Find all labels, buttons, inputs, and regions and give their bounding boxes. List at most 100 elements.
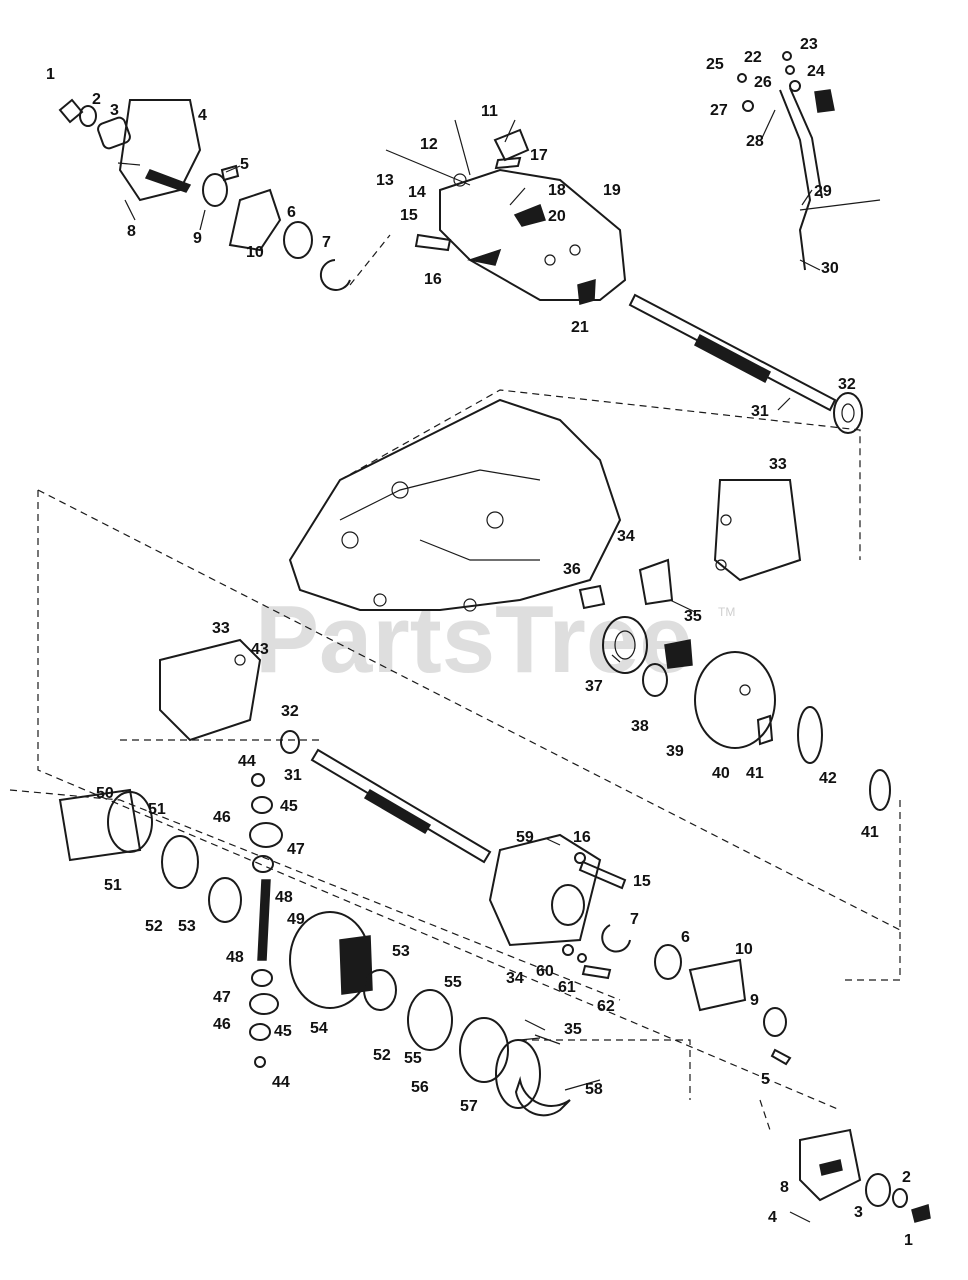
callout-41b: 41 <box>861 824 879 841</box>
callout-49: 49 <box>287 911 305 928</box>
callout-53a: 53 <box>178 918 196 935</box>
callout-46a: 46 <box>213 809 231 826</box>
callout-10b: 10 <box>735 941 753 958</box>
callout-48b: 48 <box>226 949 244 966</box>
callout-8: 8 <box>127 223 136 240</box>
gear-stack <box>578 558 891 811</box>
callout-20: 20 <box>548 208 566 225</box>
leader-lines <box>117 109 813 1091</box>
callout-57: 57 <box>460 1098 478 1115</box>
callout-52a: 52 <box>145 918 163 935</box>
callout-14: 14 <box>408 184 426 201</box>
callout-33b: 33 <box>212 620 230 637</box>
callout-32b: 32 <box>281 703 299 720</box>
left-side-cover <box>159 638 300 754</box>
callout-34: 34 <box>617 528 635 545</box>
callout-54: 54 <box>310 1020 328 1037</box>
callout-45b: 45 <box>274 1023 292 1040</box>
shifter-housing-assembly <box>385 119 627 305</box>
right-axle-assembly <box>789 1128 931 1223</box>
callout-13: 13 <box>376 172 394 189</box>
callout-34b: 34 <box>506 970 524 987</box>
callout-4: 4 <box>198 107 207 124</box>
callout-47b: 47 <box>213 989 231 1006</box>
callout-35b: 35 <box>564 1021 582 1038</box>
callout-26: 26 <box>754 74 772 91</box>
callout-38: 38 <box>631 718 649 735</box>
callout-25: 25 <box>706 56 724 73</box>
callout-21: 21 <box>571 319 589 336</box>
left-axle-assembly <box>58 98 351 291</box>
callout-56: 56 <box>411 1079 429 1096</box>
callout-51b: 51 <box>104 877 122 894</box>
callout-2b: 2 <box>902 1169 911 1186</box>
callout-9b: 9 <box>750 992 759 1009</box>
callout-3: 3 <box>110 102 119 119</box>
callout-40: 40 <box>712 765 730 782</box>
callout-41a: 41 <box>746 765 764 782</box>
callout-51a: 51 <box>148 801 166 818</box>
callout-16b: 16 <box>573 829 591 846</box>
transaxle-case <box>288 398 802 612</box>
differential-assembly <box>58 773 571 1117</box>
callout-2: 2 <box>92 91 101 108</box>
callout-44b: 44 <box>272 1074 290 1091</box>
watermark-tm: TM <box>718 605 735 619</box>
callout-32: 32 <box>838 376 856 393</box>
callout-18: 18 <box>548 182 566 199</box>
callout-27: 27 <box>710 102 728 119</box>
callout-30: 30 <box>821 260 839 277</box>
callout-9: 9 <box>193 230 202 247</box>
callout-1: 1 <box>46 66 55 83</box>
callout-23: 23 <box>800 36 818 53</box>
callout-62: 62 <box>597 998 615 1015</box>
watermark: PartsTree <box>255 586 693 693</box>
callout-43: 43 <box>251 641 269 658</box>
shift-lever-assembly <box>737 51 881 271</box>
callout-45a: 45 <box>280 798 298 815</box>
callout-47a: 47 <box>287 841 305 858</box>
callout-59: 59 <box>516 829 534 846</box>
callout-39: 39 <box>666 743 684 760</box>
right-side-cover <box>488 833 792 1066</box>
callout-5: 5 <box>240 156 249 173</box>
main-shaft-upper <box>628 293 863 434</box>
callout-33: 33 <box>769 456 787 473</box>
callout-1b: 1 <box>904 1232 913 1249</box>
callout-55b: 55 <box>404 1050 422 1067</box>
callout-15b: 15 <box>633 873 651 890</box>
callout-6b: 6 <box>681 929 690 946</box>
callout-17: 17 <box>530 147 548 164</box>
callout-36: 36 <box>563 561 581 578</box>
callout-31: 31 <box>751 403 769 420</box>
callout-48a: 48 <box>275 889 293 906</box>
callout-labels: 1 2 3 4 5 6 7 8 9 10 11 12 13 14 15 16 1… <box>46 36 913 1249</box>
callout-24: 24 <box>807 63 825 80</box>
callout-29: 29 <box>814 183 832 200</box>
callout-61: 61 <box>558 979 576 996</box>
callout-35: 35 <box>684 608 702 625</box>
callout-19: 19 <box>603 182 621 199</box>
callout-50: 50 <box>96 785 114 802</box>
callout-22: 22 <box>744 49 762 66</box>
callout-31b: 31 <box>284 767 302 784</box>
callout-55a: 55 <box>444 974 462 991</box>
callout-4b: 4 <box>768 1209 777 1226</box>
callout-11: 11 <box>481 103 498 120</box>
callout-10: 10 <box>246 244 264 261</box>
callout-15: 15 <box>400 207 418 224</box>
main-shaft-lower <box>310 748 492 864</box>
callout-7b: 7 <box>630 911 639 928</box>
callout-8b: 8 <box>780 1179 789 1196</box>
callout-46b: 46 <box>213 1016 231 1033</box>
callout-6: 6 <box>287 204 296 221</box>
callout-52b: 52 <box>373 1047 391 1064</box>
callout-37: 37 <box>585 678 603 695</box>
callout-58: 58 <box>585 1081 603 1098</box>
callout-16: 16 <box>424 271 442 288</box>
callout-7: 7 <box>322 234 331 251</box>
callout-42: 42 <box>819 770 837 787</box>
callout-12: 12 <box>420 136 438 153</box>
callout-28: 28 <box>746 133 764 150</box>
